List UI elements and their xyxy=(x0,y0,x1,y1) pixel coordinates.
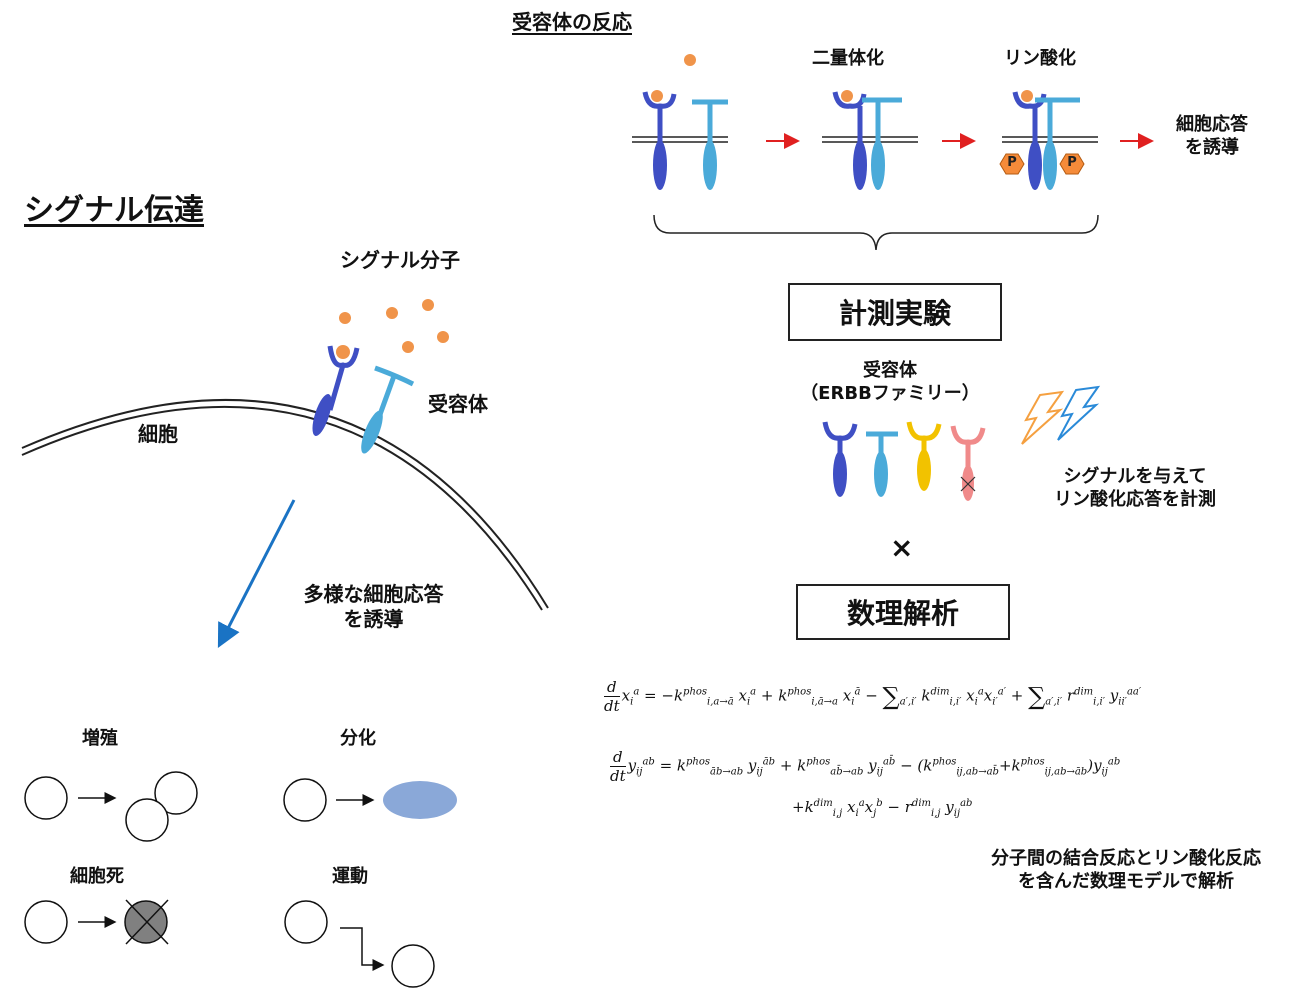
proliferation-label: 増殖 xyxy=(82,728,118,749)
receptor-reaction-title: 受容体の反応 xyxy=(512,10,632,34)
cell-response-label: 細胞応答 を誘導 xyxy=(1176,114,1248,158)
dimerization-label: 二量体化 xyxy=(812,48,884,69)
differentiation-label: 分化 xyxy=(340,728,376,749)
stage1-receptors xyxy=(642,90,728,190)
proliferation-diagram xyxy=(24,771,198,842)
experiment-box: 計測実験 xyxy=(788,283,1002,341)
lightning-icon-orange xyxy=(1021,390,1065,445)
stage-brace xyxy=(653,214,1099,251)
signal-transduction-title: シグナル伝達 xyxy=(24,193,204,228)
death-diagram xyxy=(24,899,169,945)
motility-label: 運動 xyxy=(332,866,368,887)
phospho-mark-right: P xyxy=(1067,155,1077,170)
motility-diagram xyxy=(284,900,435,988)
cell-death-label: 細胞死 xyxy=(70,866,124,887)
lightning-icon-blue xyxy=(1057,385,1101,441)
experiment-label: 計測実験 xyxy=(838,297,951,330)
signal-molecules xyxy=(336,299,449,359)
analysis-label: 数理解析 xyxy=(846,597,959,630)
cell-receptor-dark xyxy=(312,345,360,437)
receptor-label: 受容体 xyxy=(428,392,488,416)
analysis-box: 数理解析 xyxy=(796,584,1010,640)
top-membranes xyxy=(632,136,1098,143)
response-arrow xyxy=(217,499,296,649)
erbb-label: 受容体 （ERBBファミリー） xyxy=(800,360,980,404)
equation-y-cont: +kdimi,j xiaxjb − rdimi,j yijab xyxy=(792,798,973,819)
phospho-hex-left xyxy=(999,153,1025,175)
diverse-response-label: 多様な細胞応答 を誘導 xyxy=(303,582,444,631)
signal-measure-label: シグナルを与えて リン酸化応答を計測 xyxy=(1054,466,1216,510)
top-free-ligand xyxy=(684,54,696,66)
phospho-mark-left: P xyxy=(1007,155,1017,170)
phospho-hex-right xyxy=(1059,153,1085,175)
phosphorylation-label: リン酸化 xyxy=(1004,48,1076,69)
times-symbol: × xyxy=(890,531,914,564)
model-description: 分子間の結合反応とリン酸化反応 を含んだ数理モデルで解析 xyxy=(991,848,1261,892)
cell-membrane xyxy=(21,399,549,611)
cell-label: 細胞 xyxy=(138,422,178,446)
cell-receptor-light xyxy=(361,365,415,454)
stage3-receptors xyxy=(999,90,1085,190)
stage2-receptors xyxy=(832,90,902,190)
differentiation-diagram xyxy=(283,778,457,822)
signal-molecule-label: シグナル分子 xyxy=(340,248,460,272)
erbb-receptors xyxy=(822,421,986,501)
